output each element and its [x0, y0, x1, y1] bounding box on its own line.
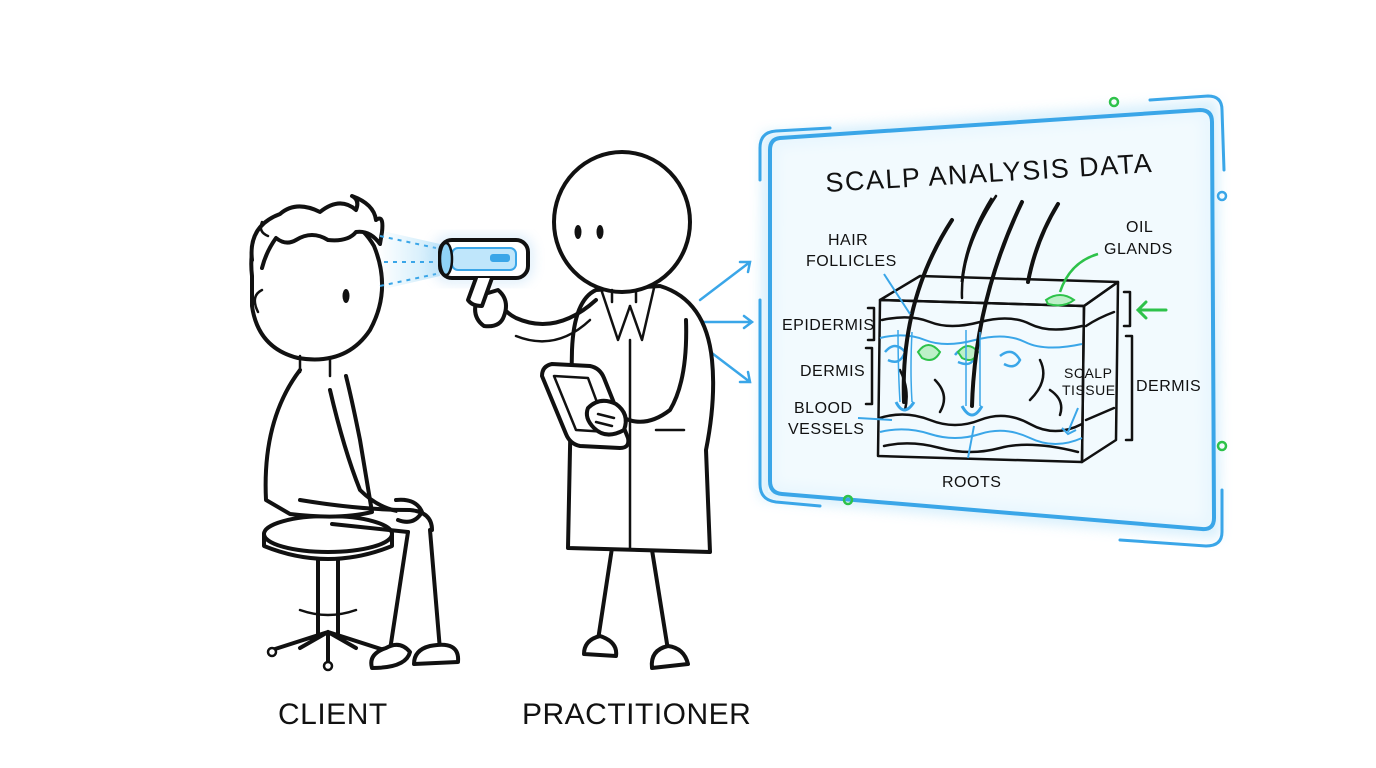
oil-glands-pointer — [1058, 252, 1099, 293]
practitioner-leg-right — [650, 548, 670, 652]
blood-vessels-pointer — [857, 417, 893, 421]
top-right-bracket — [1122, 290, 1132, 328]
stool-post — [316, 558, 340, 638]
roots-pointer — [967, 425, 975, 459]
scan-beam — [378, 230, 440, 290]
panel-dot-right-top — [1216, 190, 1228, 202]
panel-outer-frame-bottom — [1118, 488, 1224, 548]
follicle-sheath-2 — [965, 329, 981, 406]
scanner-device — [434, 236, 532, 308]
client-figure — [249, 194, 461, 672]
client-neck — [298, 354, 332, 378]
client-foot-left — [369, 642, 412, 670]
label-oil-glands-1: OIL — [1126, 219, 1153, 236]
label-scalp-tissue-2: TISSUE — [1062, 382, 1116, 398]
stool-seat-rim — [262, 532, 394, 561]
panel-dot-bottom — [842, 494, 854, 506]
label-dermis-right: DERMIS — [1136, 378, 1201, 395]
follicle-sheath-1 — [897, 329, 913, 403]
label-epidermis: EPIDERMIS — [782, 317, 875, 334]
client-leg-upper — [330, 522, 410, 534]
scalp-analysis-panel: SCALP ANALYSIS DATA — [673, 94, 1228, 548]
stool-legs — [270, 630, 386, 666]
practitioner-shoe-left — [582, 634, 619, 658]
arrow-mid — [698, 314, 755, 330]
stool-ring — [298, 608, 358, 617]
client-hair — [249, 194, 385, 270]
practitioner-shoe-right — [649, 644, 690, 670]
client-thigh — [298, 498, 434, 532]
panel-outer-frame-left — [758, 298, 822, 508]
scalp-tissue-pointer — [1061, 407, 1079, 436]
dermis-right-bracket — [1124, 334, 1134, 442]
lab-coat-lapel-left — [600, 290, 632, 342]
client-hair-tuft — [259, 220, 270, 238]
label-scalp-tissue-1: SCALP — [1064, 365, 1112, 381]
practitioner-neck — [610, 288, 638, 304]
oil-gland-surface — [1044, 294, 1076, 307]
hair-strand-5 — [960, 197, 994, 283]
follicle-1 — [894, 401, 916, 412]
label-dermis-left: DERMIS — [800, 363, 865, 380]
blood-vessel-line — [898, 358, 1063, 417]
panel-annotations — [857, 252, 1168, 459]
lab-coat — [566, 284, 716, 554]
arrow-up — [698, 260, 752, 302]
practitioner-arm-lower — [618, 318, 689, 424]
hair-strand-1 — [901, 218, 954, 404]
label-oil-glands-2: GLANDS — [1104, 241, 1173, 258]
hair-strand-4 — [1026, 202, 1060, 284]
label-hair-follicles-2: FOLLICLES — [806, 253, 897, 270]
hair-strand-2 — [970, 200, 1024, 408]
gland-green-1 — [916, 344, 942, 361]
practitioner-figure — [434, 150, 716, 670]
practitioner-eye-right — [596, 225, 604, 239]
follicle-2 — [960, 405, 984, 417]
client-torso — [263, 368, 374, 519]
data-transfer-arrows — [698, 260, 755, 384]
dermis-left-bracket — [864, 346, 874, 406]
hair-follicles-pointer — [883, 273, 911, 315]
practitioner-leg-left — [596, 546, 614, 642]
panel-border — [768, 107, 1217, 532]
practitioner-head — [552, 150, 692, 294]
client-ear — [253, 288, 264, 314]
practitioner-eye-left — [574, 225, 582, 239]
panel-dot-right-bottom — [1216, 440, 1228, 452]
caption-client: CLIENT — [278, 698, 388, 731]
label-blood-vessels-1: BLOOD — [794, 400, 853, 417]
label-blood-vessels-2: VESSELS — [788, 421, 864, 438]
epidermis-bracket — [866, 306, 876, 342]
label-hair-follicles-1: HAIR — [828, 232, 868, 249]
client-shin-back — [388, 530, 410, 652]
panel-outer-frame-top — [758, 126, 832, 182]
practitioner-arm-raised-inner — [514, 318, 592, 343]
client-foot-right — [412, 642, 461, 666]
lab-coat-lapel-right — [628, 286, 656, 342]
label-roots: ROOTS — [942, 474, 1001, 491]
stool-seat — [262, 514, 394, 554]
green-arrow — [1135, 300, 1168, 320]
caption-practitioner: PRACTITIONER — [522, 698, 751, 731]
panel-outer-frame-right — [1148, 94, 1226, 172]
client-back — [270, 368, 302, 432]
client-shin-front — [428, 528, 442, 652]
panel-dot-top — [1108, 96, 1120, 108]
skin-cross-section — [876, 194, 1120, 464]
client-eye — [342, 289, 350, 303]
practitioner-hand-tablet — [584, 398, 628, 437]
